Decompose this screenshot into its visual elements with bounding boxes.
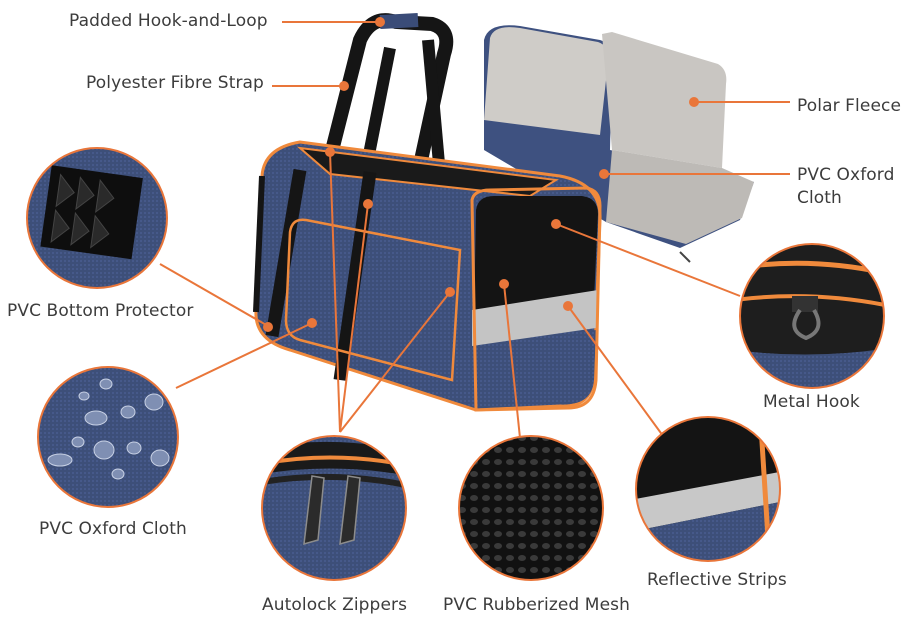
label-pvc-oxford-cloth-right: PVC Oxford Cloth [797,165,895,208]
label-metal-hook: Metal Hook [763,392,860,412]
label-reflective-strips: Reflective Strips [647,570,787,590]
rubberized-mesh-detail [458,435,604,581]
label-autolock-zippers: Autolock Zippers [262,595,408,615]
callout-dots [263,17,699,332]
label-padded-hook-and-loop: Padded Hook-and-Loop [69,11,268,31]
metal-hook-detail [739,243,885,389]
autolock-zippers-detail [261,435,407,581]
label-polyester-fibre-strap: Polyester Fibre Strap [86,73,264,93]
bottom-protector-detail [26,147,168,289]
label-pvc-bottom-protector: PVC Bottom Protector [7,301,194,321]
label-polar-fleece: Polar Fleece [797,96,902,116]
callout-lines [159,21,790,441]
label-pvc-oxford-cloth-left: PVC Oxford Cloth [39,519,187,539]
oxford-cloth-water-detail [37,366,179,508]
label-pvc-rubberized-mesh: PVC Rubberized Mesh [443,595,630,615]
reflective-strips-detail [635,416,781,562]
